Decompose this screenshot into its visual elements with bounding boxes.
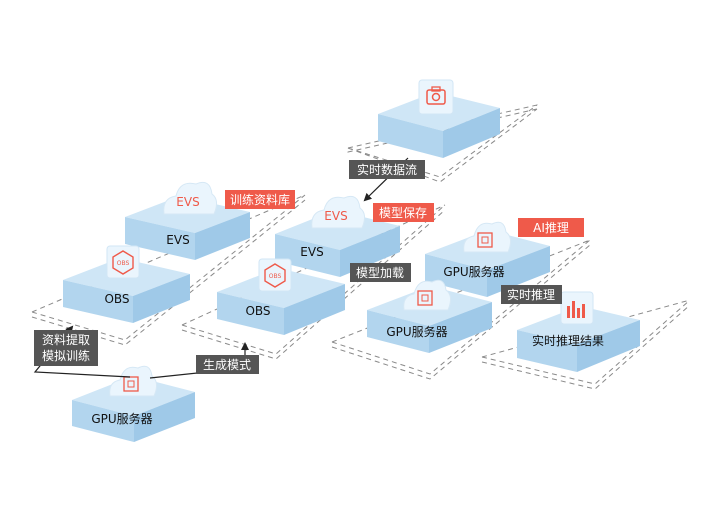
evs-cloud-icon: EVS <box>163 181 218 215</box>
result-label: 实时推理结果 <box>532 333 604 348</box>
tag-model-load-text: 模型加载 <box>356 266 404 280</box>
gpu-middle-label: GPU服务器 <box>386 324 447 339</box>
tag-model-load: 模型加载 <box>350 263 411 282</box>
block-obs-left: OBS OBS <box>63 245 190 323</box>
tag-realtime-stream: 实时数据流 <box>349 160 425 179</box>
obs-middle-label: OBS <box>245 304 270 318</box>
evs-icon-label: EVS <box>176 195 199 209</box>
platform-result <box>481 299 691 390</box>
obs-icon-label: OBS <box>117 260 130 267</box>
tag-generate-mode-text: 生成模式 <box>203 358 251 372</box>
gpu-right-label: GPU服务器 <box>443 264 504 279</box>
bar-chart-icon <box>560 291 594 325</box>
gpu-chip-cloud-icon <box>109 365 158 397</box>
tag-model-save-text: 模型保存 <box>379 206 427 220</box>
tag-ai-inference-text: AI推理 <box>533 221 569 235</box>
evs-middle-label: EVS <box>300 245 323 259</box>
tag-training-library: 训练资料库 <box>225 190 295 209</box>
block-obs-middle: OBS OBS <box>217 258 345 335</box>
evs-icon-label: EVS <box>324 209 347 223</box>
block-evs-left: EVS EVS <box>125 181 250 260</box>
tag-extract-line2: 模拟训练 <box>42 348 90 363</box>
block-gpu-right: GPU服务器 <box>425 221 550 297</box>
tag-realtime-inference: 实时推理 <box>501 285 562 304</box>
obs-icon-label: OBS <box>269 273 282 280</box>
block-result: 实时推理结果 <box>517 291 640 372</box>
block-camera <box>378 79 500 158</box>
evs-cloud-icon: EVS <box>311 195 366 229</box>
block-evs-middle: EVS EVS <box>275 195 400 277</box>
obs-hexagon-icon: OBS <box>258 258 292 292</box>
tag-extract-line1: 资料提取 <box>42 332 90 347</box>
tag-training-library-text: 训练资料库 <box>230 192 290 207</box>
tag-extract-train: 资料提取 模拟训练 <box>34 330 98 366</box>
tag-model-save: 模型保存 <box>373 203 434 222</box>
obs-left-label: OBS <box>104 292 129 306</box>
gpu-bottom-label: GPU服务器 <box>91 411 152 426</box>
tag-ai-inference: AI推理 <box>518 218 584 237</box>
obs-hexagon-icon: OBS <box>106 245 140 279</box>
block-gpu-bottom: GPU服务器 <box>72 365 195 442</box>
gpu-chip-cloud-icon <box>403 279 452 311</box>
block-gpu-middle: GPU服务器 <box>367 279 492 353</box>
tag-realtime-inference-text: 实时推理 <box>507 287 555 302</box>
tag-generate-mode: 生成模式 <box>196 355 259 374</box>
tag-realtime-stream-text: 实时数据流 <box>357 162 417 177</box>
evs-left-label: EVS <box>166 233 189 247</box>
camera-icon <box>418 79 454 115</box>
gpu-chip-cloud-icon <box>463 221 512 253</box>
